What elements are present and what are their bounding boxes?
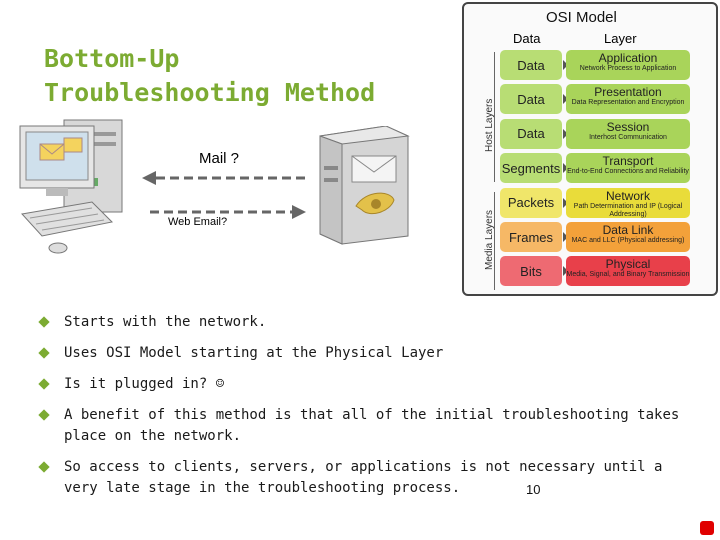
osi-data-unit: Data: [500, 50, 562, 80]
osi-layer-description: Media, Signal, and Binary Transmission: [566, 271, 690, 279]
osi-layer-name: Application: [598, 51, 658, 65]
bullet-item: Starts with the network.: [38, 312, 698, 333]
network-scene: Mail ? Web Email?: [0, 110, 460, 260]
osi-layer-name: Data Link: [602, 223, 654, 237]
bullet-list: Starts with the network. Uses OSI Model …: [38, 312, 698, 499]
slide-title-line2: Troubleshooting Method: [44, 78, 376, 107]
osi-data-unit: Frames: [500, 222, 562, 252]
osi-data-unit: Bits: [500, 256, 562, 287]
slide-title: Bottom-Up Troubleshooting Method: [44, 42, 444, 110]
osi-layer-description: Interhost Communication: [589, 133, 667, 141]
page-number: 10: [526, 482, 541, 497]
host-layers-bracket: [494, 52, 495, 182]
mail-label: Mail ?: [199, 150, 240, 167]
osi-layer-name: Network: [605, 188, 650, 203]
bullet-diamond-icon: [38, 316, 50, 328]
osi-layer-name: Session: [606, 119, 650, 134]
bullet-text: So access to clients, servers, or applic…: [64, 459, 663, 496]
client-computer-icon: [19, 119, 123, 254]
media-layers-bracket: [494, 192, 495, 290]
host-layers-label: Host Layers: [484, 98, 495, 152]
osi-header-layer: Layer: [604, 31, 637, 46]
bullet-item: So access to clients, servers, or applic…: [38, 457, 698, 499]
slide-marker: [700, 521, 714, 535]
web-email-label: Web Email?: [168, 216, 228, 228]
osi-data-unit: Packets: [500, 187, 562, 218]
osi-data-unit: Segments: [500, 153, 562, 184]
bullet-item: Uses OSI Model starting at the Physical …: [38, 343, 698, 364]
bullet-item: Is it plugged in? ☺: [38, 374, 698, 395]
bullet-text: A benefit of this method is that all of …: [64, 407, 680, 444]
bullet-diamond-icon: [38, 409, 50, 421]
osi-layer-description: MAC and LLC (Physical addressing): [571, 237, 685, 244]
osi-layer-description: Data Representation and Encryption: [571, 99, 685, 107]
osi-title: OSI Model: [546, 9, 617, 26]
osi-data-unit: Data: [500, 84, 562, 115]
osi-data-unit: Data: [500, 118, 562, 149]
bullet-diamond-icon: [38, 347, 50, 359]
osi-header-data: Data: [513, 31, 541, 46]
bullet-diamond-icon: [38, 378, 50, 390]
web-arrow-icon: [150, 205, 306, 219]
bullet-diamond-icon: [38, 461, 50, 473]
server-computer-icon: [319, 126, 410, 245]
osi-model-diagram: OSI Model Data Layer Host Layers Media L…: [462, 2, 718, 296]
arrow-right-icon: [563, 60, 568, 70]
arrow-right-icon: [563, 94, 568, 105]
bullet-text: Uses OSI Model starting at the Physical …: [64, 345, 444, 361]
arrow-right-icon: [563, 163, 568, 174]
osi-layer-name: Physical: [605, 257, 651, 272]
arrow-right-icon: [563, 232, 568, 242]
arrow-right-icon: [563, 128, 568, 139]
arrow-right-icon: [563, 197, 568, 208]
arrow-right-icon: [563, 266, 568, 277]
osi-layer-description: End-to-End Connections and Reliability: [567, 168, 689, 176]
slide-title-line1: Bottom-Up: [44, 44, 180, 73]
osi-layer-name: Transport: [602, 154, 654, 169]
bullet-text: Is it plugged in? ☺: [64, 376, 225, 392]
osi-layer-name: Presentation: [594, 85, 662, 100]
bullet-item: A benefit of this method is that all of …: [38, 405, 698, 447]
mail-arrow-icon: [142, 171, 306, 185]
bullet-text: Starts with the network.: [64, 314, 267, 330]
osi-layer-description: Path Determination and IP (Logical Addre…: [573, 202, 683, 218]
osi-layer-description: Network Process to Application: [579, 65, 677, 72]
media-layers-label: Media Layers: [484, 209, 495, 270]
